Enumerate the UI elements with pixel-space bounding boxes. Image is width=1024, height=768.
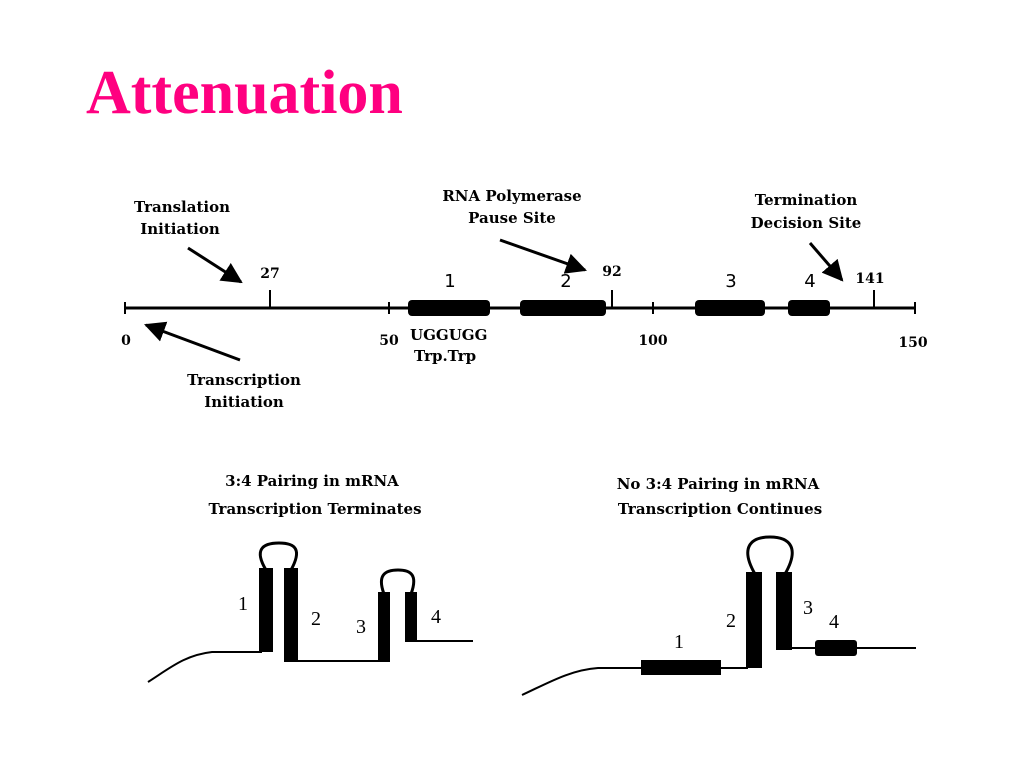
termination-decision-arrow bbox=[808, 242, 844, 282]
leader-map: 1 2 3 4 27 92 141 0 50 100 150 UGGUGG Tr… bbox=[121, 187, 928, 411]
transcription-initiation-arrow bbox=[144, 321, 241, 362]
right-stem-label-2: 2 bbox=[726, 610, 736, 632]
right-stem-label-1: 1 bbox=[674, 631, 684, 653]
left-heading-line1: 3:4 Pairing in mRNA bbox=[225, 472, 399, 490]
left-stem-label-1: 1 bbox=[238, 593, 248, 615]
translation-initiation-line1: Translation bbox=[134, 198, 230, 216]
pause-site-line1: RNA Polymerase bbox=[442, 187, 581, 205]
right-heading-line1: No 3:4 Pairing in mRNA bbox=[617, 475, 820, 493]
left-mrna-5prime bbox=[147, 651, 262, 683]
left-stem-1 bbox=[259, 568, 273, 652]
scale-label-0: 0 bbox=[121, 333, 131, 349]
pause-site-line2: Pause Site bbox=[468, 209, 556, 227]
slide-title: Attenuation bbox=[86, 59, 403, 127]
left-stem-label-4: 4 bbox=[431, 606, 441, 628]
region-3-bar bbox=[695, 300, 765, 316]
left-stem-label-3: 3 bbox=[356, 616, 366, 638]
transcription-initiation-line1: Transcription bbox=[187, 371, 301, 389]
left-stem-3 bbox=[378, 592, 390, 662]
region-2-bar bbox=[520, 300, 606, 316]
codon-amino-acids: Trp.Trp bbox=[414, 347, 476, 365]
terminator-structure: 3:4 Pairing in mRNA Transcription Termin… bbox=[147, 472, 473, 683]
right-stem-label-4: 4 bbox=[829, 611, 839, 633]
left-stem-2 bbox=[284, 568, 298, 662]
region-4-bar bbox=[788, 300, 830, 316]
region-label-4: 4 bbox=[804, 271, 815, 292]
left-loop-12 bbox=[258, 541, 299, 571]
mark-label-27: 27 bbox=[260, 266, 279, 282]
left-heading-line2: Transcription Terminates bbox=[208, 500, 421, 518]
left-stem-4 bbox=[405, 592, 417, 642]
antiterminator-structure: No 3:4 Pairing in mRNA Transcription Con… bbox=[521, 475, 916, 696]
left-loop-34 bbox=[379, 568, 416, 595]
translation-initiation-arrow bbox=[187, 246, 243, 284]
right-stem-2 bbox=[746, 572, 762, 668]
region-label-1: 1 bbox=[444, 271, 455, 292]
translation-initiation-line2: Initiation bbox=[140, 220, 220, 238]
region-1-bar bbox=[408, 300, 490, 316]
mark-label-92: 92 bbox=[602, 264, 621, 280]
region-label-3: 3 bbox=[725, 271, 736, 292]
termination-decision-line2: Decision Site bbox=[751, 214, 862, 232]
transcription-initiation-line2: Initiation bbox=[204, 393, 284, 411]
region-label-2: 2 bbox=[560, 271, 571, 292]
right-stem-3 bbox=[776, 572, 792, 650]
codon-sequence: UGGUGG bbox=[410, 326, 487, 344]
right-segment-4 bbox=[815, 640, 857, 656]
scale-label-100: 100 bbox=[638, 333, 667, 349]
right-loop-23 bbox=[746, 535, 794, 575]
right-heading-line2: Transcription Continues bbox=[618, 500, 822, 518]
scale-label-150: 150 bbox=[898, 335, 927, 351]
left-stem-label-2: 2 bbox=[311, 608, 321, 630]
scale-label-50: 50 bbox=[379, 333, 399, 349]
right-mrna-5prime bbox=[521, 667, 642, 696]
pause-site-arrow bbox=[499, 238, 587, 274]
right-stem-label-3: 3 bbox=[803, 597, 813, 619]
mark-label-141: 141 bbox=[855, 271, 884, 287]
termination-decision-line1: Termination bbox=[755, 191, 858, 209]
right-segment-1 bbox=[641, 660, 721, 675]
